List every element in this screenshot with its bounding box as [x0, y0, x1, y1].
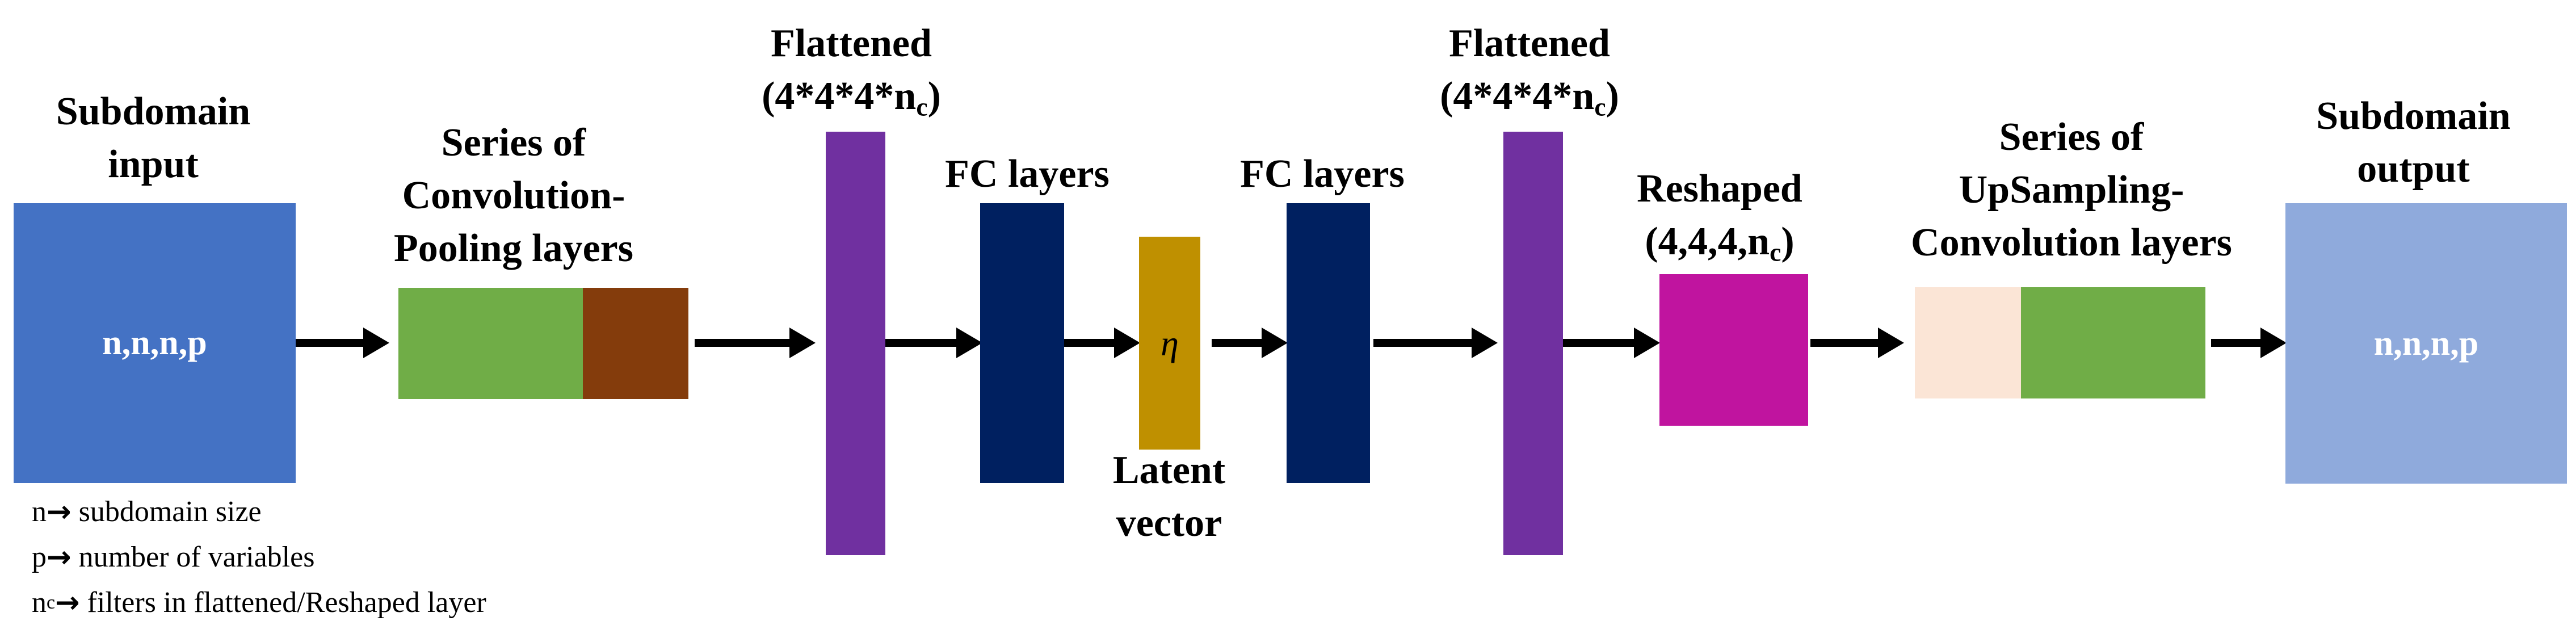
conv-title-line3: Pooling layers — [394, 226, 633, 271]
legend: n→ subdomain size p→ number of variables… — [32, 489, 486, 626]
arrow-latent-to-fc2 — [1212, 328, 1288, 358]
legend-item-subdomain-size: n→ subdomain size — [32, 489, 486, 535]
flattened-2-bar — [1503, 132, 1563, 555]
flattened-1-sub: c — [916, 92, 928, 121]
upsampling-layer-block — [1915, 287, 2021, 398]
legend-var-nc: n — [32, 586, 47, 619]
conv-layer-block — [398, 288, 583, 399]
arrow-upsampling-to-output — [2211, 328, 2287, 358]
fc2-block — [1287, 203, 1370, 483]
legend-var-nc-sub: c — [47, 592, 56, 614]
fc1-title: FC layers — [945, 152, 1110, 196]
arrow-right-icon: → — [47, 495, 72, 529]
arrow-fc2-to-flattened — [1373, 328, 1498, 358]
output-title-line2: output — [2357, 147, 2470, 191]
reshaped-title-line2: (4,4,4,nc) — [1561, 215, 1879, 270]
flattened-2-title-line2: (4*4*4*nc) — [1393, 70, 1666, 124]
output-value: n,n,n,p — [2373, 324, 2479, 363]
arrow-fc1-to-latent — [1064, 328, 1140, 358]
flattened-1-title: Flattened (4*4*4*nc) — [715, 17, 987, 124]
flattened-2-dims: (4*4*4*n — [1440, 74, 1595, 119]
input-title-line1: Subdomain — [56, 90, 251, 133]
output-box — [2285, 203, 2567, 484]
upconv-layer-block — [2021, 287, 2205, 398]
flattened-1-bar — [826, 132, 885, 555]
reshaped-dims: (4,4,4,n — [1645, 220, 1770, 264]
arrow-flattened-to-reshaped — [1563, 328, 1660, 358]
flattened-2-title-line1: Flattened — [1449, 22, 1610, 65]
legend-text-subdomain-size: subdomain size — [71, 496, 262, 528]
arrow-right-icon: → — [47, 540, 72, 574]
upsampling-title-line1: Series of — [1999, 115, 2144, 159]
flattened-1-dims: (4*4*4*n — [762, 74, 917, 119]
arrow-conv-to-flattened — [695, 328, 816, 358]
legend-item-variables: p→ number of variables — [32, 535, 486, 580]
fc1-block — [980, 203, 1064, 483]
output-title: Subdomain output — [2256, 90, 2571, 195]
legend-var-n: n — [32, 496, 47, 528]
legend-text-filters: filters in flattened/Reshaped layer — [79, 586, 486, 619]
output-title-line1: Subdomain — [2316, 94, 2511, 138]
legend-text-variables: number of variables — [71, 541, 315, 573]
reshaped-title-line1: Reshaped — [1637, 167, 1802, 211]
conv-title: Series of Convolution- Pooling layers — [341, 116, 687, 275]
arrow-reshaped-to-upsampling — [1810, 328, 1904, 358]
flattened-1-title-line2: (4*4*4*nc) — [715, 70, 987, 124]
latent-symbol: η — [1161, 322, 1179, 363]
flattened-1-close: ) — [927, 74, 941, 119]
upsampling-title: Series of UpSampling- Convolution layers — [1890, 111, 2253, 269]
flattened-1-title-line1: Flattened — [771, 22, 932, 65]
flattened-2-close: ) — [1606, 74, 1619, 119]
latent-title-line1: Latent — [1112, 448, 1226, 492]
flattened-2-sub: c — [1594, 92, 1606, 121]
arrow-flattened-to-fc1 — [885, 328, 982, 358]
latent-title-line2: vector — [1116, 501, 1222, 546]
input-value: n,n,n,p — [102, 324, 207, 362]
input-title: Subdomain input — [11, 85, 295, 191]
reshaped-block — [1659, 274, 1808, 426]
conv-title-line2: Convolution- — [402, 174, 625, 218]
input-box — [14, 203, 296, 483]
reshaped-title: Reshaped (4,4,4,nc) — [1561, 162, 1879, 270]
arrow-right-icon: → — [55, 586, 80, 620]
reshaped-sub: c — [1770, 237, 1781, 267]
upsampling-title-line3: Convolution layers — [1911, 221, 2232, 265]
arrow-input-to-conv — [296, 328, 389, 358]
flattened-2-title: Flattened (4*4*4*nc) — [1393, 17, 1666, 124]
fc2-title: FC layers — [1240, 152, 1405, 196]
conv-title-line1: Series of — [441, 121, 586, 165]
legend-var-p: p — [32, 541, 47, 573]
input-title-line2: input — [108, 142, 199, 187]
upsampling-title-line2: UpSampling- — [1959, 168, 2184, 212]
reshaped-close: ) — [1781, 220, 1795, 264]
pooling-layer-block — [583, 288, 688, 399]
latent-title: Latent vector — [1056, 444, 1283, 549]
latent-vector-block — [1139, 237, 1200, 450]
